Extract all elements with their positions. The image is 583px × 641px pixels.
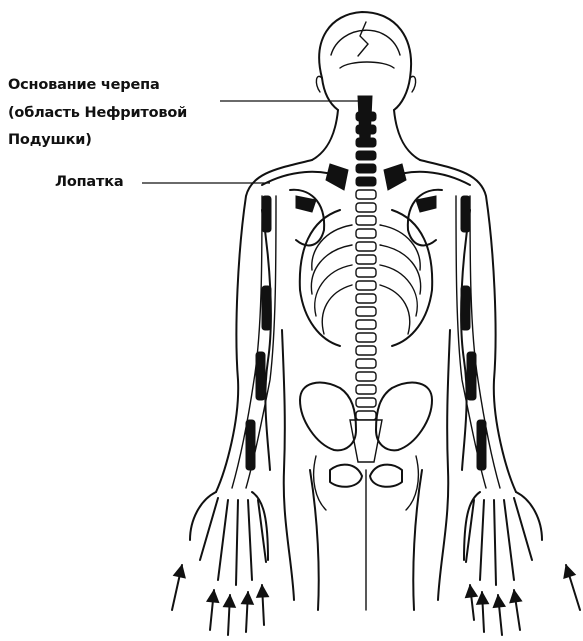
vertebra	[356, 398, 376, 407]
arrow-head	[477, 592, 489, 604]
vertebra	[356, 190, 376, 199]
vertebra	[356, 385, 376, 394]
arrow-head	[241, 592, 253, 604]
vertebra	[356, 320, 376, 329]
vertebra	[356, 307, 376, 316]
vertebra	[356, 125, 376, 134]
vertebra	[356, 242, 376, 251]
energy-arrows	[172, 565, 580, 635]
arrow-head	[510, 590, 522, 603]
vertebra	[356, 216, 376, 225]
head-skull	[316, 12, 415, 110]
vertebra	[356, 138, 376, 147]
vertebra	[356, 151, 376, 160]
vertebra	[356, 359, 376, 368]
arrow-head	[207, 590, 219, 603]
vertebra	[356, 268, 376, 277]
vertebra	[356, 346, 376, 355]
vertebra	[356, 372, 376, 381]
arrow-head	[174, 565, 186, 578]
vertebra	[356, 177, 376, 186]
vertebra	[356, 281, 376, 290]
arrow-head	[223, 595, 235, 607]
right-hand	[464, 492, 542, 585]
arrow-head	[564, 565, 575, 578]
sacrum	[350, 420, 382, 462]
vertebra	[356, 112, 376, 121]
vertebra	[356, 229, 376, 238]
vertebra	[356, 333, 376, 342]
arrow-head	[493, 595, 505, 608]
vertebra	[356, 294, 376, 303]
vertebra	[356, 255, 376, 264]
left-hand	[190, 492, 268, 585]
vertebra	[356, 164, 376, 173]
vertebra	[356, 411, 376, 420]
arrow-head	[257, 585, 269, 597]
vertebra	[356, 203, 376, 212]
arrow-head	[465, 585, 477, 598]
